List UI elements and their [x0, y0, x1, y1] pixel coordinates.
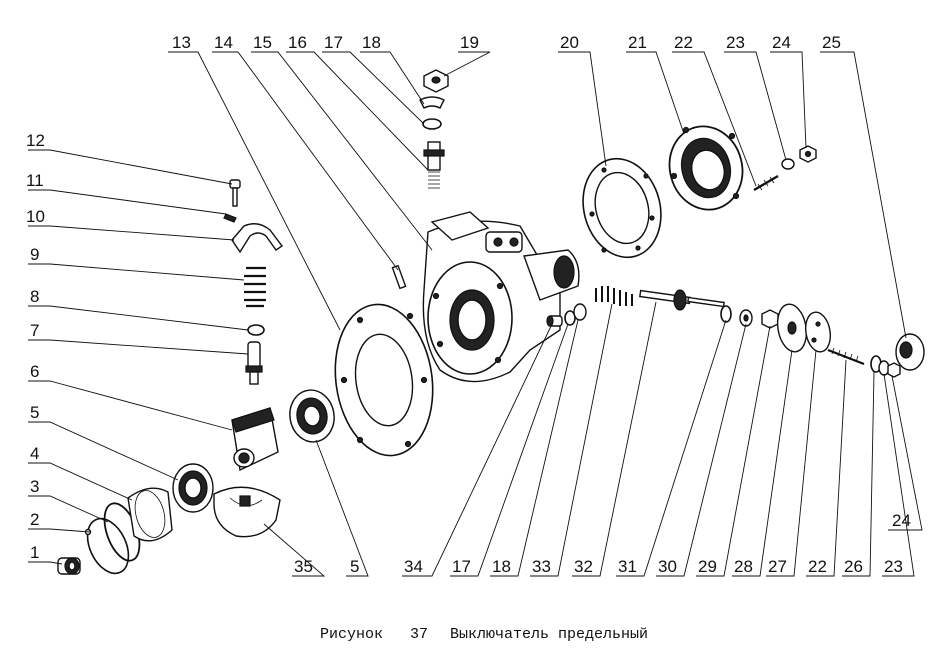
part-13-gasket	[334, 303, 434, 457]
callout-6: 6	[30, 362, 39, 381]
callout-5-left: 5	[30, 403, 39, 422]
callout-34: 34	[404, 557, 423, 576]
part-8-small-ring	[247, 324, 265, 336]
part-2-retaining-ring	[84, 517, 130, 575]
callout-13: 13	[172, 33, 191, 52]
leader-lines	[28, 51, 923, 577]
callout-labels: 1 2 3 4 5 6 7 8 9 10 11 12 13 14 15 16 1…	[26, 33, 911, 576]
callout-24-top: 24	[772, 33, 791, 52]
callout-2: 2	[30, 510, 39, 529]
callout-31: 31	[618, 557, 637, 576]
part-20-gasket	[582, 157, 662, 259]
callout-5-center: 5	[350, 557, 359, 576]
callout-1: 1	[30, 543, 39, 562]
callout-21: 21	[628, 33, 647, 52]
part-22-screw-top	[753, 174, 779, 192]
part-33-spring	[595, 286, 633, 306]
callout-3: 3	[30, 477, 39, 496]
callout-23-top: 23	[726, 33, 745, 52]
part-34-plug	[546, 315, 563, 327]
callout-8: 8	[30, 287, 39, 306]
part-7-pin	[245, 341, 263, 385]
callout-17-top: 17	[324, 33, 343, 52]
callout-20: 20	[560, 33, 579, 52]
callout-16: 16	[288, 33, 307, 52]
part-27-disc	[804, 311, 832, 353]
callout-29: 29	[698, 557, 717, 576]
callout-35: 35	[294, 557, 313, 576]
callout-11: 11	[26, 171, 44, 190]
part-19-nut	[423, 69, 449, 93]
part-16-stud	[423, 141, 445, 189]
part-29-nut	[761, 309, 779, 329]
part-10-bracket	[231, 223, 284, 254]
part-31-washer	[720, 305, 732, 323]
callout-17-lower: 17	[452, 557, 471, 576]
part-32-shaft	[639, 289, 725, 311]
figure-caption: Рисунок 37 Выключатель предельный	[320, 626, 648, 643]
main-housing	[422, 211, 580, 383]
caption-prefix: Рисунок	[320, 626, 383, 643]
caption-number: 37	[410, 626, 428, 643]
callout-19: 19	[460, 33, 479, 52]
part-5-bearing-left	[172, 463, 214, 513]
callout-18-top: 18	[362, 33, 381, 52]
part-35-half-bushing	[213, 486, 281, 538]
callout-26: 26	[844, 557, 863, 576]
callout-22-top: 22	[674, 33, 693, 52]
callout-23-lower: 23	[884, 557, 903, 576]
part-9-spring	[244, 266, 266, 308]
callout-4: 4	[30, 444, 39, 463]
callout-14: 14	[214, 33, 233, 52]
part-17-ring-top	[422, 118, 442, 130]
callout-10: 10	[26, 207, 45, 226]
part-11-washer	[223, 213, 237, 223]
callout-30: 30	[658, 557, 677, 576]
part-30-washer	[739, 309, 753, 327]
part-14-pin	[391, 264, 407, 290]
callout-32: 32	[574, 557, 593, 576]
callout-24-lower: 24	[892, 511, 911, 530]
callout-27: 27	[768, 557, 787, 576]
part-22-screw-lower	[827, 347, 865, 366]
part-24-nut-lower	[887, 362, 901, 378]
callout-18-lower: 18	[492, 557, 511, 576]
part-4-cover-ring	[127, 487, 173, 542]
part-6-lever-block	[231, 407, 279, 472]
part-21-cover	[668, 125, 744, 211]
part-24-nut-top	[799, 145, 817, 163]
callout-28: 28	[734, 557, 753, 576]
part-12-screw	[229, 179, 241, 207]
callout-33: 33	[532, 557, 551, 576]
callout-25: 25	[822, 33, 841, 52]
part-23-washer-top	[781, 158, 795, 170]
callout-15: 15	[253, 33, 272, 52]
part-28-disc	[776, 303, 808, 353]
part-5-bearing-center	[289, 389, 335, 443]
part-25-knob	[895, 333, 925, 371]
part-18-clip-lower	[573, 303, 587, 321]
callout-22-lower: 22	[808, 557, 827, 576]
callout-7: 7	[30, 321, 39, 340]
part-1-bushing	[57, 557, 81, 575]
callout-12: 12	[26, 131, 45, 150]
part-18-clip-top	[419, 96, 445, 109]
caption-title: Выключатель предельный	[450, 626, 648, 643]
part-17-ring-lower	[564, 310, 576, 326]
callout-9: 9	[30, 245, 39, 264]
